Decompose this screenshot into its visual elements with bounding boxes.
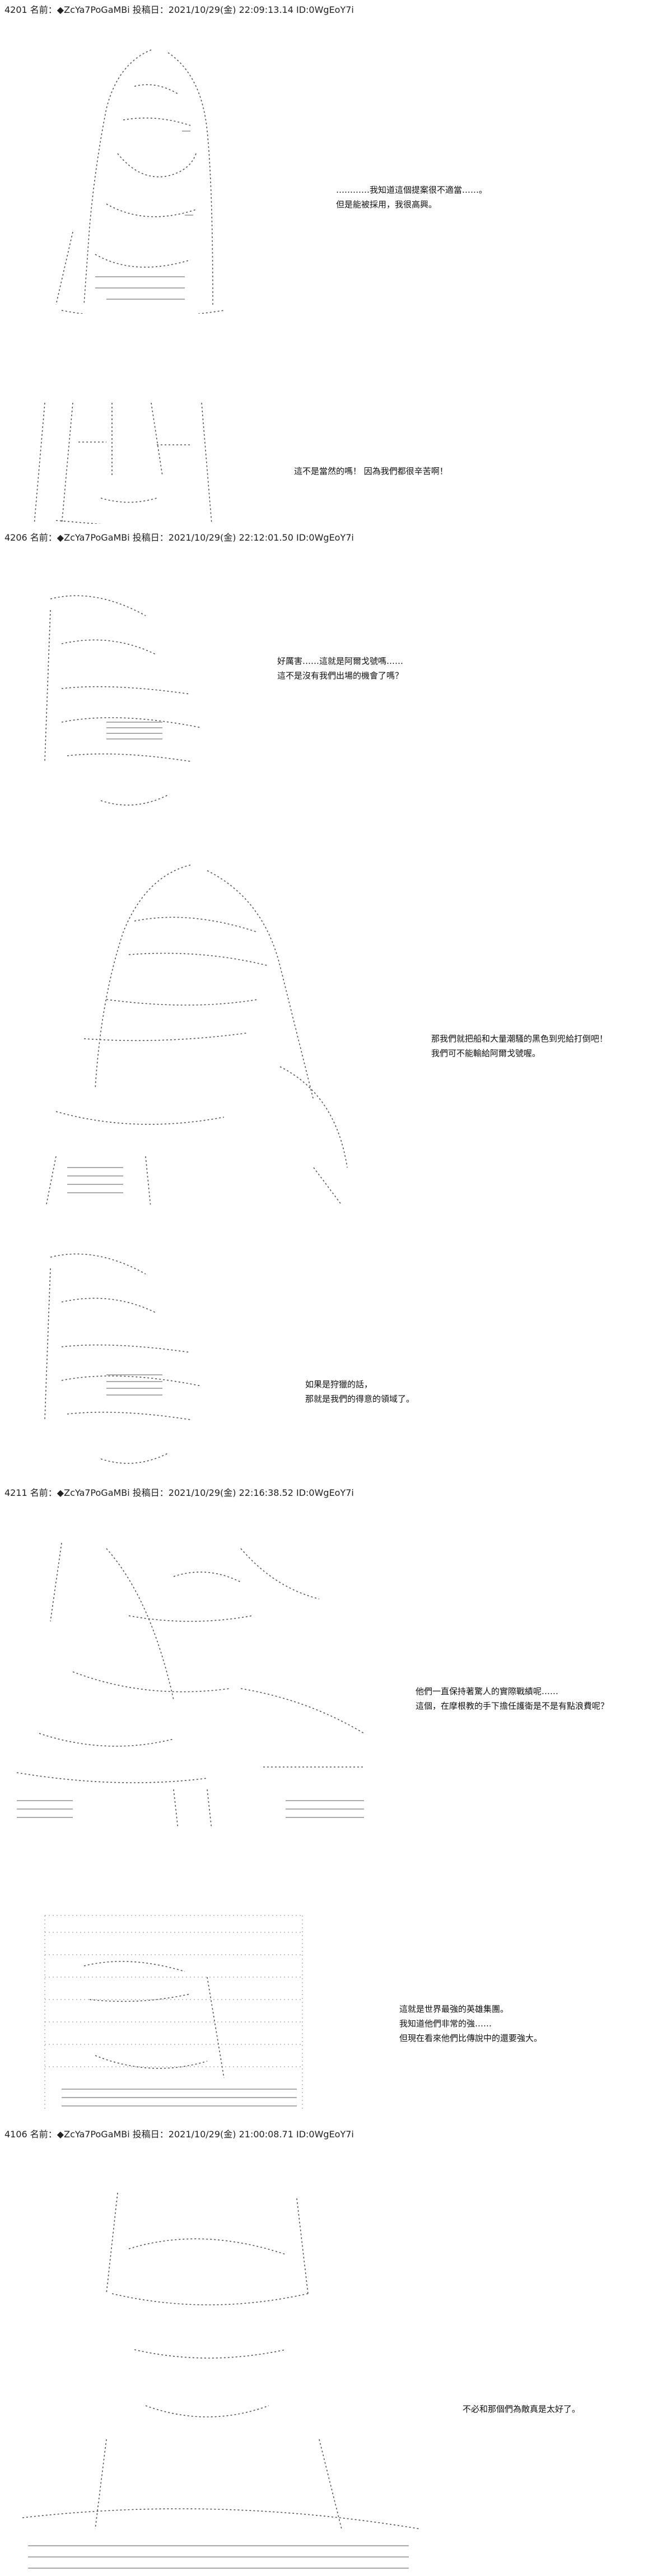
dialogue-line: 但是能被採用，我很高興。 [336, 199, 437, 210]
ascii-art-character [22, 22, 258, 314]
dialogue-line: 但現在看來他們比傳說中的還要強大。 [399, 2033, 543, 2043]
dialogue-block: 不必和那個們為敵真是太好了。 [463, 2402, 580, 2416]
dialogue-line: 那我們就把船和大量潮騷的黑色到兜給打倒吧！ [431, 1034, 608, 1044]
dialogue-line: 這不是沒有我們出場的機會了嗎？ [277, 671, 404, 681]
dialogue-line: 他們一直保持著驚人的實際戰績呢…… [416, 1686, 559, 1696]
dialogue-block: 他們一直保持著驚人的實際戰績呢…… 這個，在摩根教的手下擔任護衛是不是有點浪費呢… [416, 1684, 609, 1713]
dialogue-block: 這不是當然的嗎！ 因為我們都很辛苦啊！ [294, 464, 448, 478]
dialogue-line: 我知道他們非常的強…… [399, 2019, 492, 2029]
post-header-4106: 4106 名前：◆ZcYa7PoGaMBi 投稿日：2021/10/29(金) … [4, 2129, 354, 2140]
dialogue-line: 這就是世界最強的英雄集團。 [399, 2004, 509, 2014]
ascii-art-character [6, 1513, 392, 1826]
dialogue-block: 那我們就把船和大量潮騷的黑色到兜給打倒吧！ 我們可不能輸給阿爾戈號喔。 [431, 1031, 608, 1061]
ascii-art-character [22, 373, 258, 524]
dialogue-line: 我們可不能輸給阿爾戈號喔。 [431, 1048, 541, 1058]
ascii-art-character [22, 557, 258, 821]
dialogue-block: 這就是世界最強的英雄集團。 我知道他們非常的強…… 但現在看來他們比傳說中的還要… [399, 2002, 542, 2045]
ascii-art-character [22, 835, 381, 1205]
dialogue-line: 這個，在摩根教的手下擔任護衛是不是有點浪費呢？ [416, 1701, 609, 1711]
dialogue-line: 不必和那個們為敵真是太好了。 [463, 2404, 581, 2414]
dialogue-block: …………我知道這個提案很不適當……。 但是能被採用，我很高興。 [336, 183, 487, 212]
dialogue-block: 如果是狩獵的話， 那就是我們的得意的領域了。 [305, 1377, 414, 1406]
post-header-4206: 4206 名前：◆ZcYa7PoGaMBi 投稿日：2021/10/29(金) … [4, 532, 354, 543]
post-header-4201: 4201 名前：◆ZcYa7PoGaMBi 投稿日：2021/10/29(金) … [4, 4, 354, 15]
ascii-art-character [22, 1216, 258, 1479]
dialogue-line: 那就是我們的得意的領域了。 [305, 1394, 415, 1404]
post-header-4211: 4211 名前：◆ZcYa7PoGaMBi 投稿日：2021/10/29(金) … [4, 1487, 354, 1498]
dialogue-line: 如果是狩獵的話， [305, 1379, 373, 1389]
dialogue-line: 這不是當然的嗎！ 因為我們都很辛苦啊！ [294, 466, 448, 476]
dialogue-line: 好厲害……這就是阿爾戈號嗎…… [277, 656, 404, 666]
dialogue-block: 好厲害……這就是阿爾戈號嗎…… 這不是沒有我們出場的機會了嗎？ [277, 654, 403, 683]
ascii-art-character [6, 2163, 431, 2572]
dialogue-line: …………我知道這個提案很不適當……。 [336, 185, 488, 195]
ascii-art-character [39, 1891, 308, 2109]
